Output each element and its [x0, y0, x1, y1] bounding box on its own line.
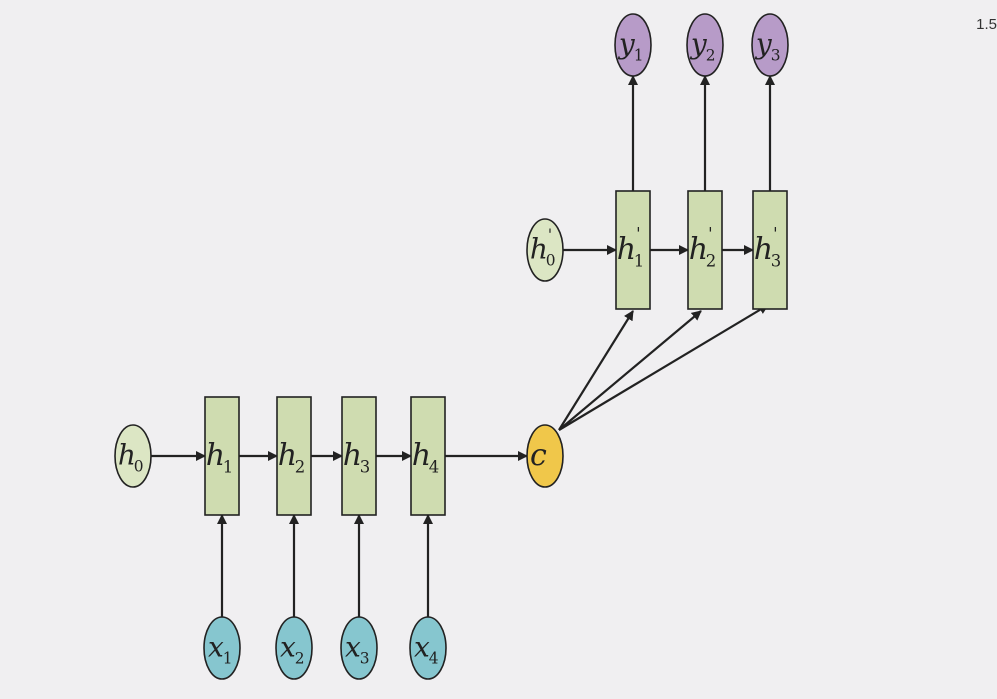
output-y3: y3: [751, 13, 789, 77]
corner-label: 1.5: [976, 16, 997, 33]
edge-c-h1p: [558, 310, 634, 431]
edges-layer: [151, 75, 775, 617]
decoder-cell-h1p: h1 ': [615, 190, 651, 310]
encoder-cell-h4-shape: [410, 396, 446, 516]
decoder-cell-h1p-label: h: [617, 232, 636, 267]
decoder-cell-h1p-label-subscript: 1: [634, 252, 645, 271]
decoder-cell-h3p: h3 ': [752, 190, 788, 310]
decoder-cell-h3p-label-prime: ': [773, 225, 778, 244]
context-c: c: [526, 424, 564, 488]
input-x3-shape: [340, 616, 378, 680]
input-x4-label: x: [414, 630, 430, 663]
edge-c-h2p: [558, 310, 702, 431]
context-c-label: c: [530, 438, 547, 473]
input-x3-label-subscript: 3: [360, 649, 370, 667]
decoder-cell-h2p-label: h: [689, 232, 708, 267]
encoder-cell-h2-label: h: [278, 438, 297, 473]
encoder-cell-h1-label-subscript: 1: [223, 458, 234, 477]
decoder-initial-h0p-label-subscript: 0: [546, 251, 556, 269]
encoder-cell-h1: h1: [204, 396, 240, 516]
encoder-cell-h2: h2: [276, 396, 312, 516]
encoder-cell-h3-label: h: [343, 438, 362, 473]
input-x1-shape: [203, 616, 241, 680]
input-x1-label: x: [208, 630, 224, 663]
initial-state-h0: h0: [114, 424, 152, 488]
decoder-initial-h0p: h0 ': [526, 218, 564, 282]
encoder-cell-h4-label: h: [412, 438, 431, 473]
output-y2-shape: [686, 13, 724, 77]
output-y1-label: y: [617, 27, 636, 60]
input-x3: x3: [340, 616, 378, 680]
output-y2: y2: [686, 13, 724, 77]
decoder-cell-h2p-label-subscript: 2: [706, 252, 717, 271]
encoder-cell-h1-label: h: [206, 438, 225, 473]
decoder-cell-h3p-label-subscript: 3: [771, 252, 782, 271]
input-x2-label: x: [280, 630, 296, 663]
output-y3-label: y: [754, 27, 773, 60]
output-y1-label-subscript: 1: [634, 46, 644, 64]
decoder-initial-h0p-label-prime: ': [548, 226, 552, 244]
initial-state-h0-label-subscript: 0: [134, 457, 144, 475]
output-y2-label: y: [689, 27, 708, 60]
initial-state-h0-shape: [114, 424, 152, 488]
context-c-shape: [526, 424, 564, 488]
input-x4: x4: [409, 616, 447, 680]
encoder-cell-h3-label-subscript: 3: [360, 458, 371, 477]
decoder-cell-h1p-shape: [615, 190, 651, 310]
output-y3-label-subscript: 3: [771, 46, 781, 64]
decoder-cell-h3p-shape: [752, 190, 788, 310]
encoder-cell-h2-shape: [276, 396, 312, 516]
decoder-initial-h0p-shape: [526, 218, 564, 282]
edge-c-h3p: [558, 304, 769, 431]
input-x3-label: x: [345, 630, 361, 663]
input-x4-label-subscript: 4: [429, 649, 439, 667]
decoder-cell-h2p-label-prime: ': [708, 225, 713, 244]
encoder-cell-h3: h3: [341, 396, 377, 516]
decoder-cell-h3p-label: h: [754, 232, 773, 267]
decoder-initial-h0p-label: h: [530, 232, 548, 265]
encoder-cell-h4: h4: [410, 396, 446, 516]
input-x2-label-subscript: 2: [295, 649, 305, 667]
input-x1: x1: [203, 616, 241, 680]
encoder-cell-h1-shape: [204, 396, 240, 516]
input-x2-shape: [275, 616, 313, 680]
input-x1-label-subscript: 1: [223, 649, 233, 667]
output-y2-label-subscript: 2: [706, 46, 716, 64]
input-x4-shape: [409, 616, 447, 680]
output-y1-shape: [614, 13, 652, 77]
encoder-cell-h4-label-subscript: 4: [429, 458, 440, 477]
decoder-cell-h1p-label-prime: ': [636, 225, 641, 244]
decoder-cell-h2p-shape: [687, 190, 723, 310]
input-x2: x2: [275, 616, 313, 680]
encoder-cell-h2-label-subscript: 2: [295, 458, 306, 477]
decoder-cell-h2p: h2 ': [687, 190, 723, 310]
output-y3-shape: [751, 13, 789, 77]
output-y1: y1: [614, 13, 652, 77]
initial-state-h0-label: h: [118, 438, 136, 471]
encoder-cell-h3-shape: [341, 396, 377, 516]
